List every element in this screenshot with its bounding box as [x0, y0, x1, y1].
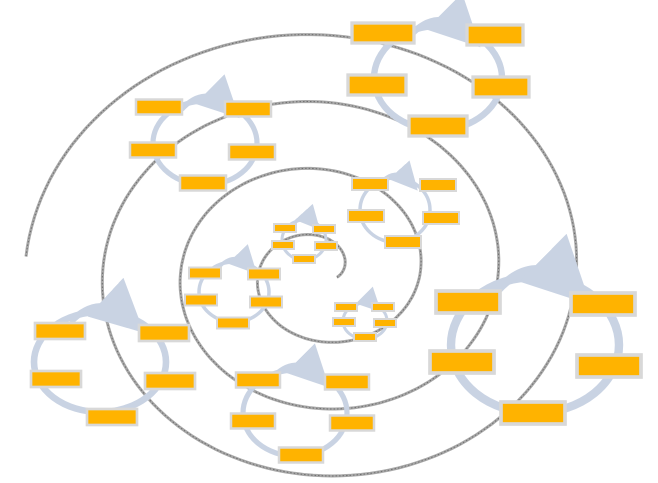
cycle-node	[216, 316, 250, 330]
cycle-center-left	[184, 244, 283, 330]
spiral-path	[24, 33, 579, 478]
cycle-node	[373, 318, 397, 328]
spiral-dashes	[25, 34, 578, 477]
cycle-node	[223, 100, 273, 118]
cycle-node	[137, 323, 191, 343]
cycle-node	[351, 177, 389, 191]
cycle-node	[85, 407, 139, 427]
cycle-node	[277, 446, 325, 464]
cycle-node	[188, 266, 222, 280]
cycle-arrow	[67, 277, 145, 333]
cycle-node	[234, 371, 282, 389]
cycle-node	[247, 267, 281, 281]
cycle-node	[134, 98, 184, 116]
cycle-node	[323, 373, 371, 391]
cycle-node	[371, 302, 395, 312]
cycle-node	[249, 295, 283, 309]
cycle-arrow	[292, 203, 320, 230]
cycle-node	[33, 321, 87, 341]
cycle-node	[428, 349, 496, 375]
cycle-node	[434, 289, 502, 315]
cycle-node	[471, 75, 531, 99]
cycle-node	[569, 291, 637, 317]
cycle-node	[178, 174, 228, 192]
cycle-node	[346, 73, 408, 97]
cycle-node	[347, 209, 385, 223]
cycle-node	[29, 369, 83, 389]
cycle-node	[575, 353, 643, 379]
cycle-node	[350, 21, 416, 45]
cycle-node	[128, 141, 178, 159]
cycle-node	[229, 412, 277, 430]
cycle-center-lower	[332, 286, 397, 342]
cycle-top-right	[346, 0, 531, 138]
cycle-node	[384, 235, 422, 249]
cycle-upper-left	[128, 74, 277, 192]
cycle-lower-left	[29, 277, 197, 427]
cycle-node	[334, 302, 358, 312]
cycle-node	[312, 224, 336, 234]
cycle-node	[328, 414, 376, 432]
cycle-node	[419, 178, 457, 192]
cycle-arrow	[494, 233, 591, 305]
cycle-node	[353, 332, 377, 342]
cycle-node	[314, 241, 338, 251]
cycle-lower-right	[428, 233, 643, 426]
cycle-node	[499, 400, 567, 426]
cycle-node	[407, 114, 469, 138]
cycle-node	[332, 317, 356, 327]
cycle-bottom	[229, 343, 376, 464]
cycle-node	[422, 211, 460, 225]
cycle-center-right	[347, 160, 460, 249]
cycle-node	[292, 254, 316, 264]
cycle-node	[143, 371, 197, 391]
cycle-arrow	[216, 244, 258, 275]
cycle-node	[465, 23, 525, 47]
cycle-node	[273, 223, 297, 233]
cycle-center-core	[271, 203, 338, 264]
cycle-node	[227, 143, 277, 161]
cycle-node	[271, 240, 295, 250]
cycle-node	[184, 293, 218, 307]
cycles-group	[29, 0, 643, 464]
